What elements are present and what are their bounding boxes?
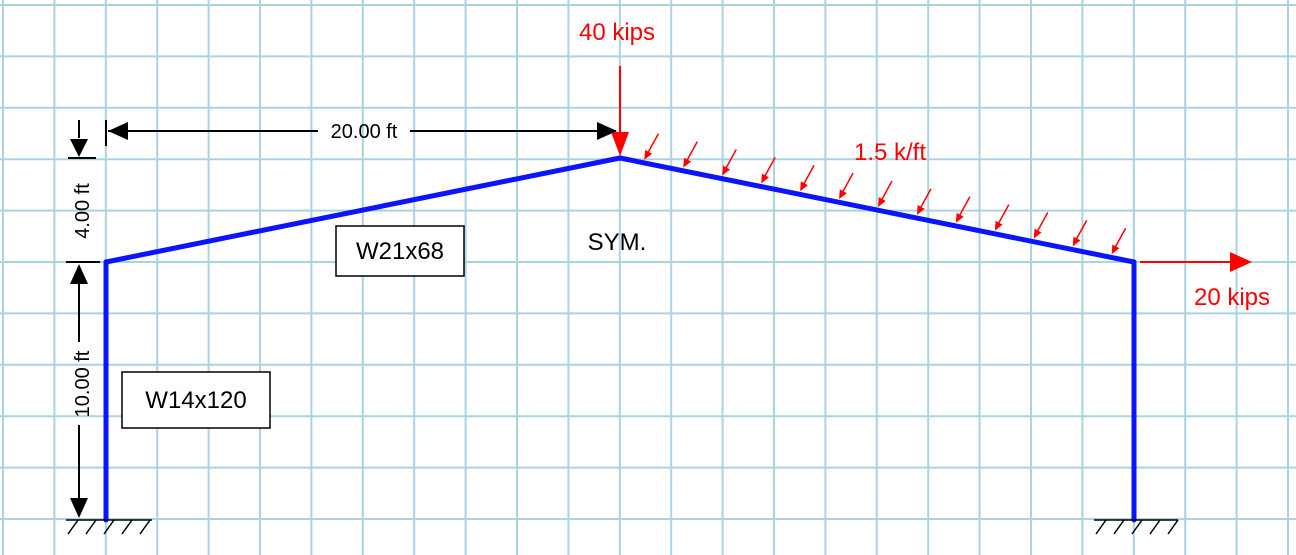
distributed-load-arrowhead [878, 197, 886, 207]
distributed-load-arrow [1036, 212, 1049, 233]
symmetry-note: SYM. [588, 229, 647, 256]
column-dimension [66, 261, 100, 500]
distributed-load-arrowhead [722, 165, 731, 176]
distributed-load-arrow [1075, 220, 1088, 241]
distributed-load-arrows [644, 133, 1127, 255]
horizontal-dim-arrowhead-right [597, 122, 617, 140]
distributed-load-arrow [919, 188, 932, 210]
distributed-load-arrowhead [761, 173, 769, 184]
lateral-load-label: 20 kips [1194, 284, 1270, 311]
horizontal-dimension-label: 20.00 ft [331, 121, 398, 143]
distributed-load-arrow [958, 196, 971, 218]
distributed-load-arrow [1113, 227, 1127, 249]
column-label: W14x120 [145, 387, 246, 414]
horizontal-dim-arrowhead-left [108, 122, 128, 140]
distributed-load-arrow [646, 133, 660, 155]
rafter-label: W21x68 [356, 238, 444, 265]
distributed-load-arrow [997, 204, 1010, 225]
column-label-box [121, 371, 271, 429]
left-fixed-support [66, 519, 152, 535]
right-rafter [617, 155, 1137, 265]
distributed-load-arrowhead [839, 189, 847, 200]
distributed-load-label: 1.5 k/ft [854, 139, 926, 166]
distributed-load-arrowhead [800, 181, 808, 192]
distributed-load-arrowhead [1111, 244, 1120, 255]
distributed-load-arrowhead [1033, 228, 1042, 239]
distributed-load-arrow [685, 141, 698, 162]
rise-dim-arrowhead [70, 139, 88, 157]
frame [103, 155, 1137, 523]
distributed-load-arrow [841, 172, 854, 194]
rise-dimension-label: 4.00 ft [72, 183, 94, 239]
distributed-load-arrowhead [1072, 236, 1081, 247]
rise-dimension [68, 120, 96, 159]
column-dim-arrowhead-top [70, 264, 88, 284]
distributed-load-arrowhead [644, 149, 653, 160]
point-load-label: 40 kips [579, 19, 655, 46]
distributed-load-arrow [802, 164, 815, 186]
distributed-load-arrow [724, 149, 737, 170]
distributed-load-arrowhead [683, 157, 692, 168]
column-dim-arrowhead-bottom [70, 498, 88, 518]
distributed-load-arrowhead [916, 205, 925, 215]
distributed-load-arrowhead [955, 212, 964, 223]
left-rafter [103, 155, 623, 265]
column-dimension-label: 10.00 ft [72, 350, 94, 417]
point-load-arrowhead [611, 132, 629, 156]
horizontal-dimension [105, 120, 616, 146]
distributed-load-arrow [763, 157, 776, 178]
rafter-label-box [335, 225, 465, 277]
lateral-load-arrowhead [1230, 252, 1252, 272]
distributed-load-arrowhead [994, 220, 1003, 231]
right-fixed-support [1094, 519, 1179, 535]
distributed-load-arrow [880, 180, 893, 202]
